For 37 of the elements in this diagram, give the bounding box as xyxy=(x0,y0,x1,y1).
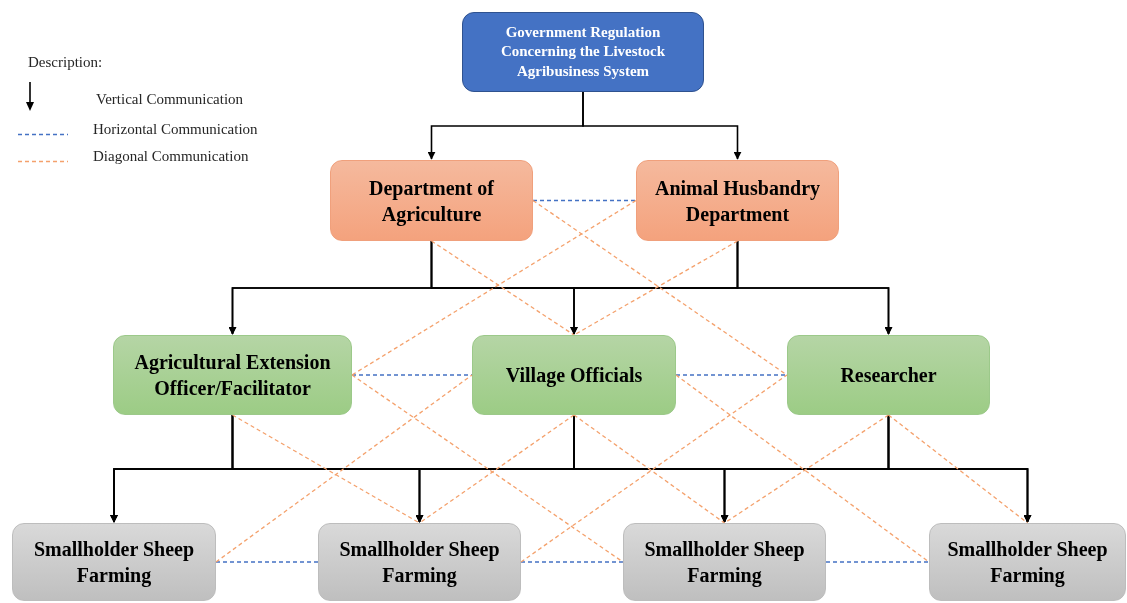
box-label: Smallholder Sheep Farming xyxy=(946,537,1109,588)
legend-heading: Description: xyxy=(28,53,103,72)
dashed-line xyxy=(825,561,930,563)
process-box xyxy=(636,160,839,241)
box-label: Smallholder Sheep Farming xyxy=(32,537,196,588)
dashed-line xyxy=(520,561,624,563)
dashed-line xyxy=(532,199,788,376)
dashed-line xyxy=(675,374,788,376)
arrow xyxy=(736,240,893,335)
box-label: Smallholder Sheep Farming xyxy=(338,537,501,588)
dashed-line xyxy=(351,374,624,563)
box-label: Animal Husbandry Department xyxy=(653,175,822,227)
legend-label: Vertical Communication xyxy=(96,90,244,109)
process-box xyxy=(623,523,826,601)
dashed-line xyxy=(215,561,319,563)
box-label: Village Officials xyxy=(505,363,643,388)
dashed-line xyxy=(675,374,930,563)
process-box xyxy=(462,12,704,92)
dashed-line xyxy=(520,374,788,563)
process-box xyxy=(787,335,990,415)
box-label: Department of Agriculture xyxy=(368,175,495,227)
process-box xyxy=(318,523,521,601)
box-label: Smallholder Sheep Farming xyxy=(643,537,806,588)
legend-label: Diagonal Communication xyxy=(93,147,249,166)
arrow xyxy=(582,91,742,160)
box-label: Researcher xyxy=(840,363,937,388)
box-label: Government Regulation Concerning the Livestock Agribusiness System xyxy=(499,22,667,81)
legend-label: Horizontal Communication xyxy=(93,120,258,139)
dashed-line xyxy=(351,199,637,376)
box-label: Agricultural Extension Officer/Facilitator xyxy=(133,350,332,401)
dashed-line xyxy=(532,199,637,202)
process-box xyxy=(12,523,216,601)
dashed-line xyxy=(215,374,473,563)
process-box xyxy=(472,335,676,415)
process-box xyxy=(929,523,1126,601)
process-box xyxy=(330,160,533,241)
process-box xyxy=(113,335,352,415)
